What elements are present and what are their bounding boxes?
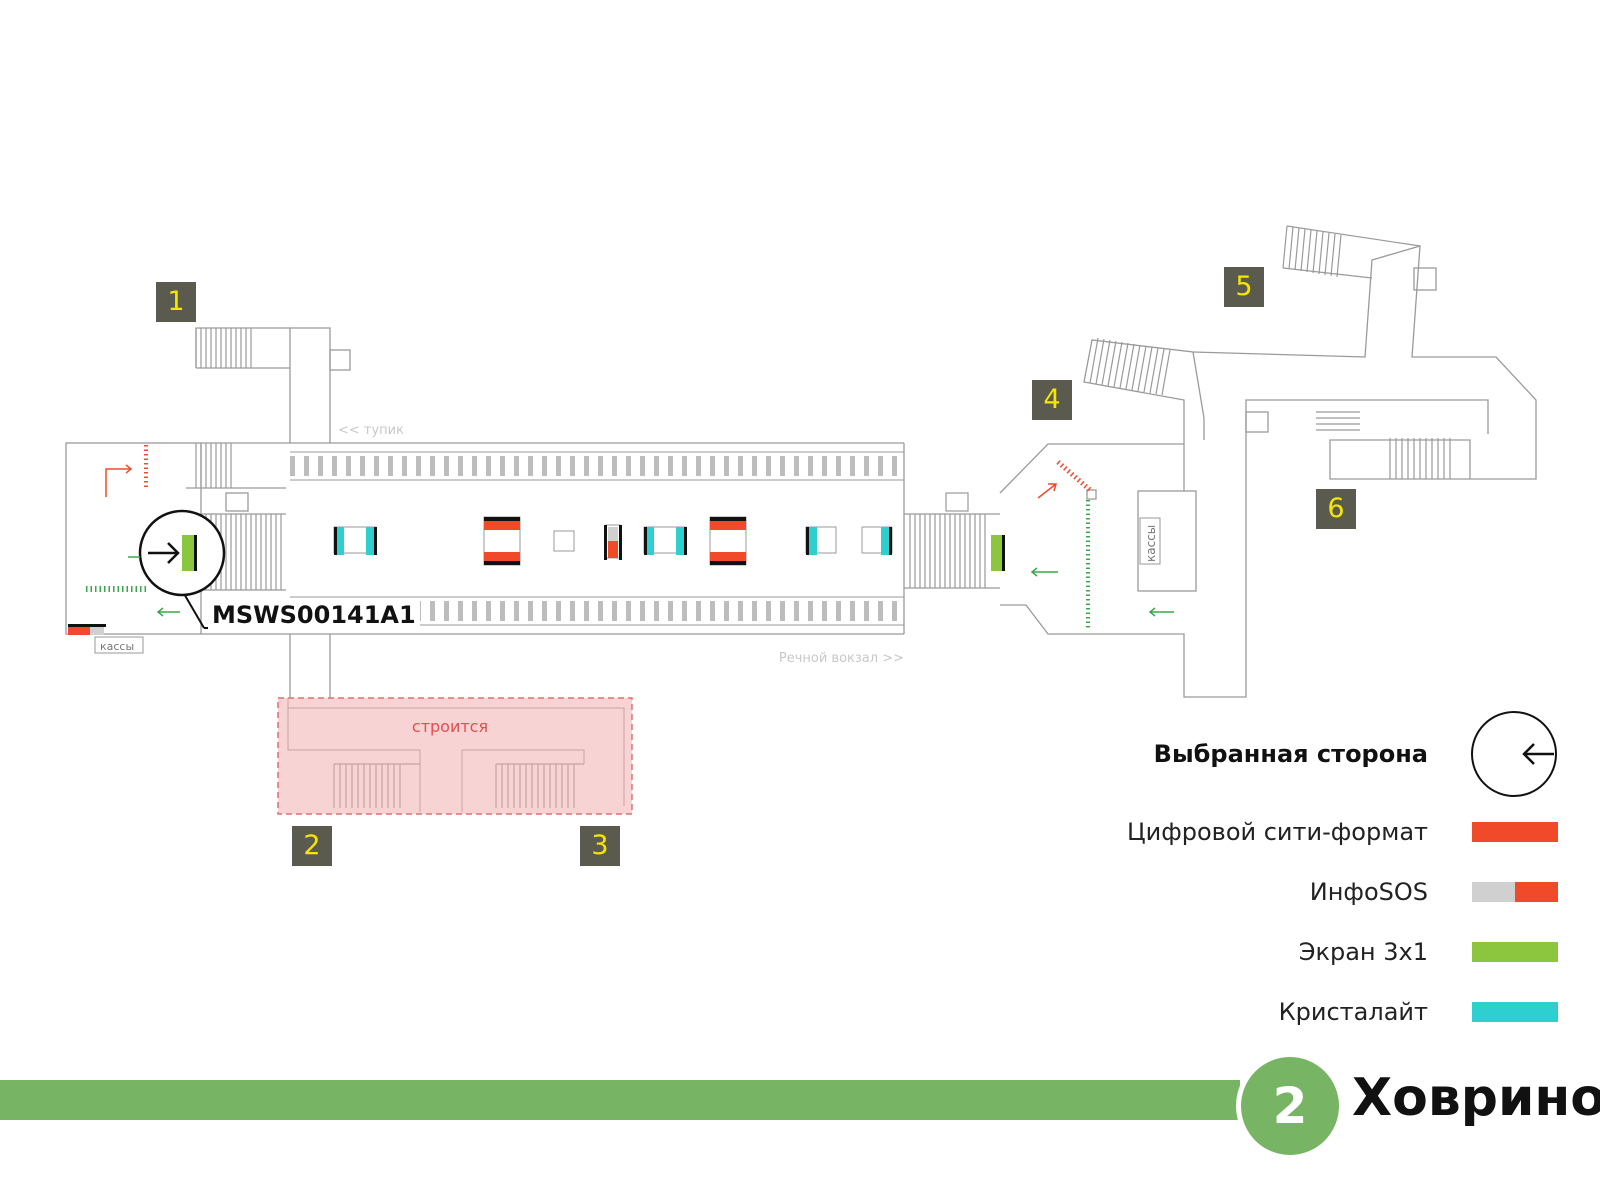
legend-label-digital-cityformat: Цифровой сити-формат [1127, 818, 1428, 846]
legend-label-infosos: ИнфоSOS [1309, 878, 1428, 906]
selected-carrier-callout [128, 509, 412, 629]
stairs-exit-6 [1316, 411, 1451, 479]
left-arrow-icon [1522, 743, 1554, 765]
ticket-office-left-label: кассы [100, 640, 134, 653]
legend-direction-circle [1471, 711, 1557, 797]
pillar [553, 530, 575, 552]
screen-3x1-selected [182, 535, 194, 571]
legend-swatch-digital-cityformat [1472, 822, 1558, 842]
escalators-right [904, 492, 1000, 589]
dead-end-label: << тупик [338, 423, 404, 438]
stairs-left-upper [186, 443, 286, 489]
construction-label: строится [412, 717, 488, 736]
construction-zone: строится [277, 697, 633, 815]
kristalite-carrier-2 [643, 526, 687, 555]
ticket-office-right: кассы [1139, 517, 1161, 565]
platform [290, 442, 905, 635]
legend-label-kristalite: Кристалайт [1278, 998, 1428, 1026]
legend-title: Выбранная сторона [1153, 740, 1428, 768]
ticket-office-left: кассы [68, 624, 144, 654]
stairs-exit-1 [195, 328, 290, 369]
exit-badge-3: 3 [580, 826, 620, 866]
legend-swatch-infosos [1472, 882, 1558, 902]
legend-swatch-kristalite [1472, 1002, 1558, 1022]
exit-badge-5: 5 [1224, 267, 1264, 307]
station-name: Ховрино [1352, 1068, 1600, 1128]
right-arrow-icon [148, 542, 180, 564]
screen-3x1-right [991, 535, 1005, 571]
legend-swatch-screen-3x1 [1472, 942, 1558, 962]
red-arrow-up-right [105, 464, 133, 497]
digital-cityformat-carrier-2 [709, 516, 747, 566]
turnstiles [86, 445, 1092, 628]
exit-badge-1: 1 [156, 282, 196, 322]
kristalite-carrier-4 [861, 526, 893, 555]
line-number-badge: 2 [1236, 1052, 1344, 1160]
metro-line-bar [0, 1080, 1240, 1120]
green-arrows [156, 567, 1174, 617]
ticket-office-right-label: кассы [1144, 525, 1158, 562]
selected-carrier-code: MSWS00141A1 [208, 601, 420, 629]
exit-badge-6: 6 [1316, 489, 1356, 529]
kristalite-carrier-3 [805, 526, 837, 555]
track-upper [290, 451, 904, 481]
stairs-exit-4 [1089, 337, 1171, 396]
stairs-exit-5 [1282, 225, 1421, 279]
legend-label-screen-3x1: Экран 3х1 [1298, 938, 1428, 966]
infosos-carrier [604, 524, 622, 560]
exit-badge-2: 2 [292, 826, 332, 866]
digital-cityformat-carrier-1 [483, 516, 521, 566]
direction-label: Речной вокзал >> [779, 651, 904, 666]
red-arrow-ne [1037, 483, 1057, 499]
exit-badge-4: 4 [1032, 380, 1072, 420]
kristalite-carrier-1 [333, 526, 377, 555]
right-vestibule [999, 245, 1537, 698]
